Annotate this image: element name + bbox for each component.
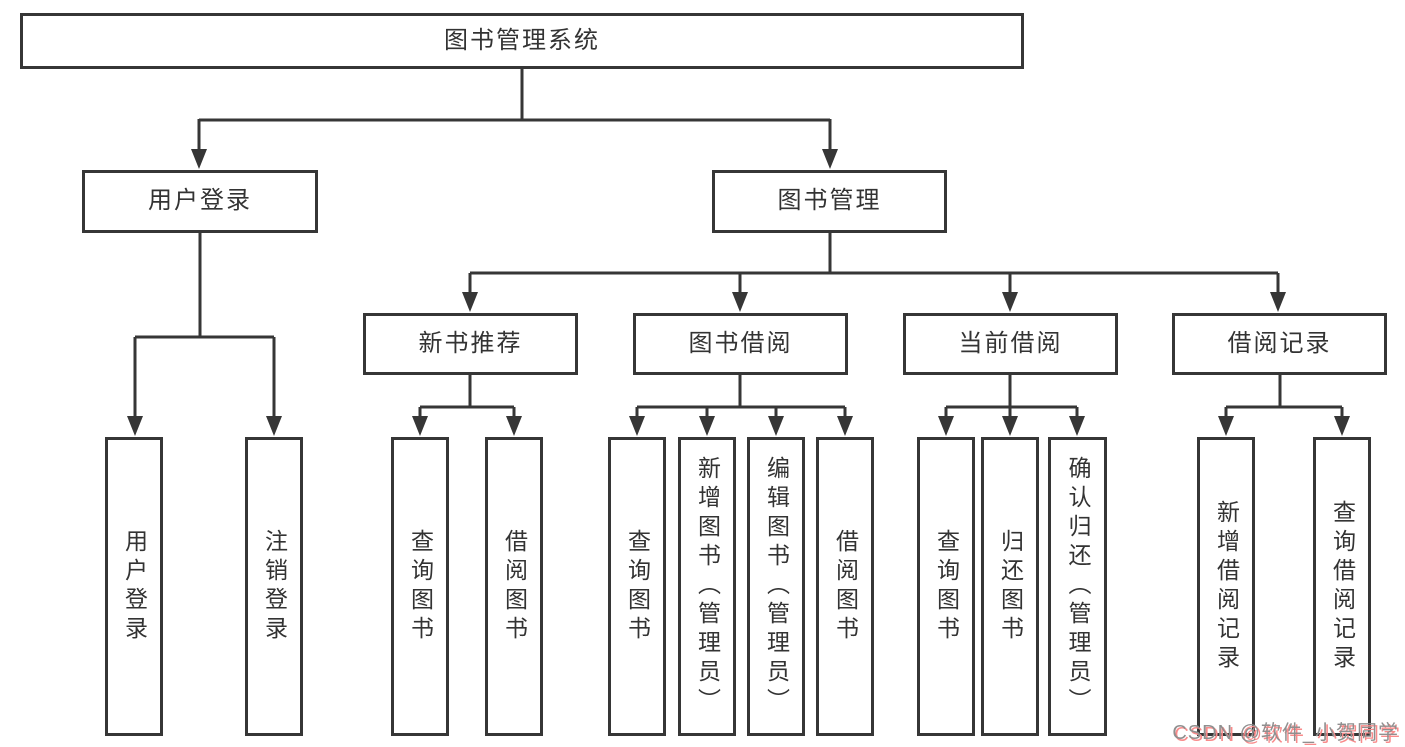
leaf-edit-book-admin: 编辑图书（管理员）: [747, 437, 805, 736]
arrowhead-icon: [1270, 292, 1286, 312]
arrowhead-icon: [1218, 416, 1234, 436]
arrowhead-icon: [938, 416, 954, 436]
leaf-user-login: 用户登录: [105, 437, 163, 736]
arrowhead-icon: [412, 416, 428, 436]
leaf-query-borrow-record: 查询借阅记录: [1313, 437, 1371, 736]
arrowhead-icon: [837, 416, 853, 436]
leaf-borrow-books-recommend: 借阅图书: [485, 437, 543, 736]
arrowhead-icon: [191, 149, 207, 169]
arrowhead-icon: [506, 416, 522, 436]
leaf-query-books-borrowing: 查询图书: [608, 437, 666, 736]
leaf-logout: 注销登录: [245, 437, 303, 736]
leaf-query-books-recommend: 查询图书: [391, 437, 449, 736]
node-book-management: 图书管理: [712, 170, 947, 233]
arrowhead-icon: [266, 416, 282, 436]
arrowhead-icon: [1069, 416, 1085, 436]
node-new-book-recommend: 新书推荐: [363, 313, 578, 375]
leaf-return-book: 归还图书: [981, 437, 1039, 736]
csdn-watermark: CSDN @软件_小贺同学: [1172, 722, 1399, 744]
arrowhead-icon: [629, 416, 645, 436]
arrowhead-icon: [1002, 416, 1018, 436]
arrowhead-icon: [768, 416, 784, 436]
leaf-add-book-admin: 新增图书（管理员）: [678, 437, 736, 736]
node-book-borrowing: 图书借阅: [633, 313, 848, 375]
arrowhead-icon: [127, 416, 143, 436]
node-borrowing-records: 借阅记录: [1172, 313, 1387, 375]
leaf-add-borrow-record: 新增借阅记录: [1197, 437, 1255, 736]
arrowhead-icon: [822, 149, 838, 169]
node-root-system: 图书管理系统: [20, 13, 1024, 69]
node-current-borrowing: 当前借阅: [903, 313, 1118, 375]
node-user-login: 用户登录: [82, 170, 318, 233]
leaf-confirm-return-admin: 确认归还（管理员）: [1048, 437, 1107, 736]
arrowhead-icon: [732, 292, 748, 312]
leaf-borrow-books-borrowing: 借阅图书: [816, 437, 874, 736]
arrowhead-icon: [699, 416, 715, 436]
arrowhead-icon: [462, 292, 478, 312]
arrowhead-icon: [1002, 292, 1018, 312]
arrowhead-icon: [1334, 416, 1350, 436]
leaf-query-books-current: 查询图书: [917, 437, 975, 736]
